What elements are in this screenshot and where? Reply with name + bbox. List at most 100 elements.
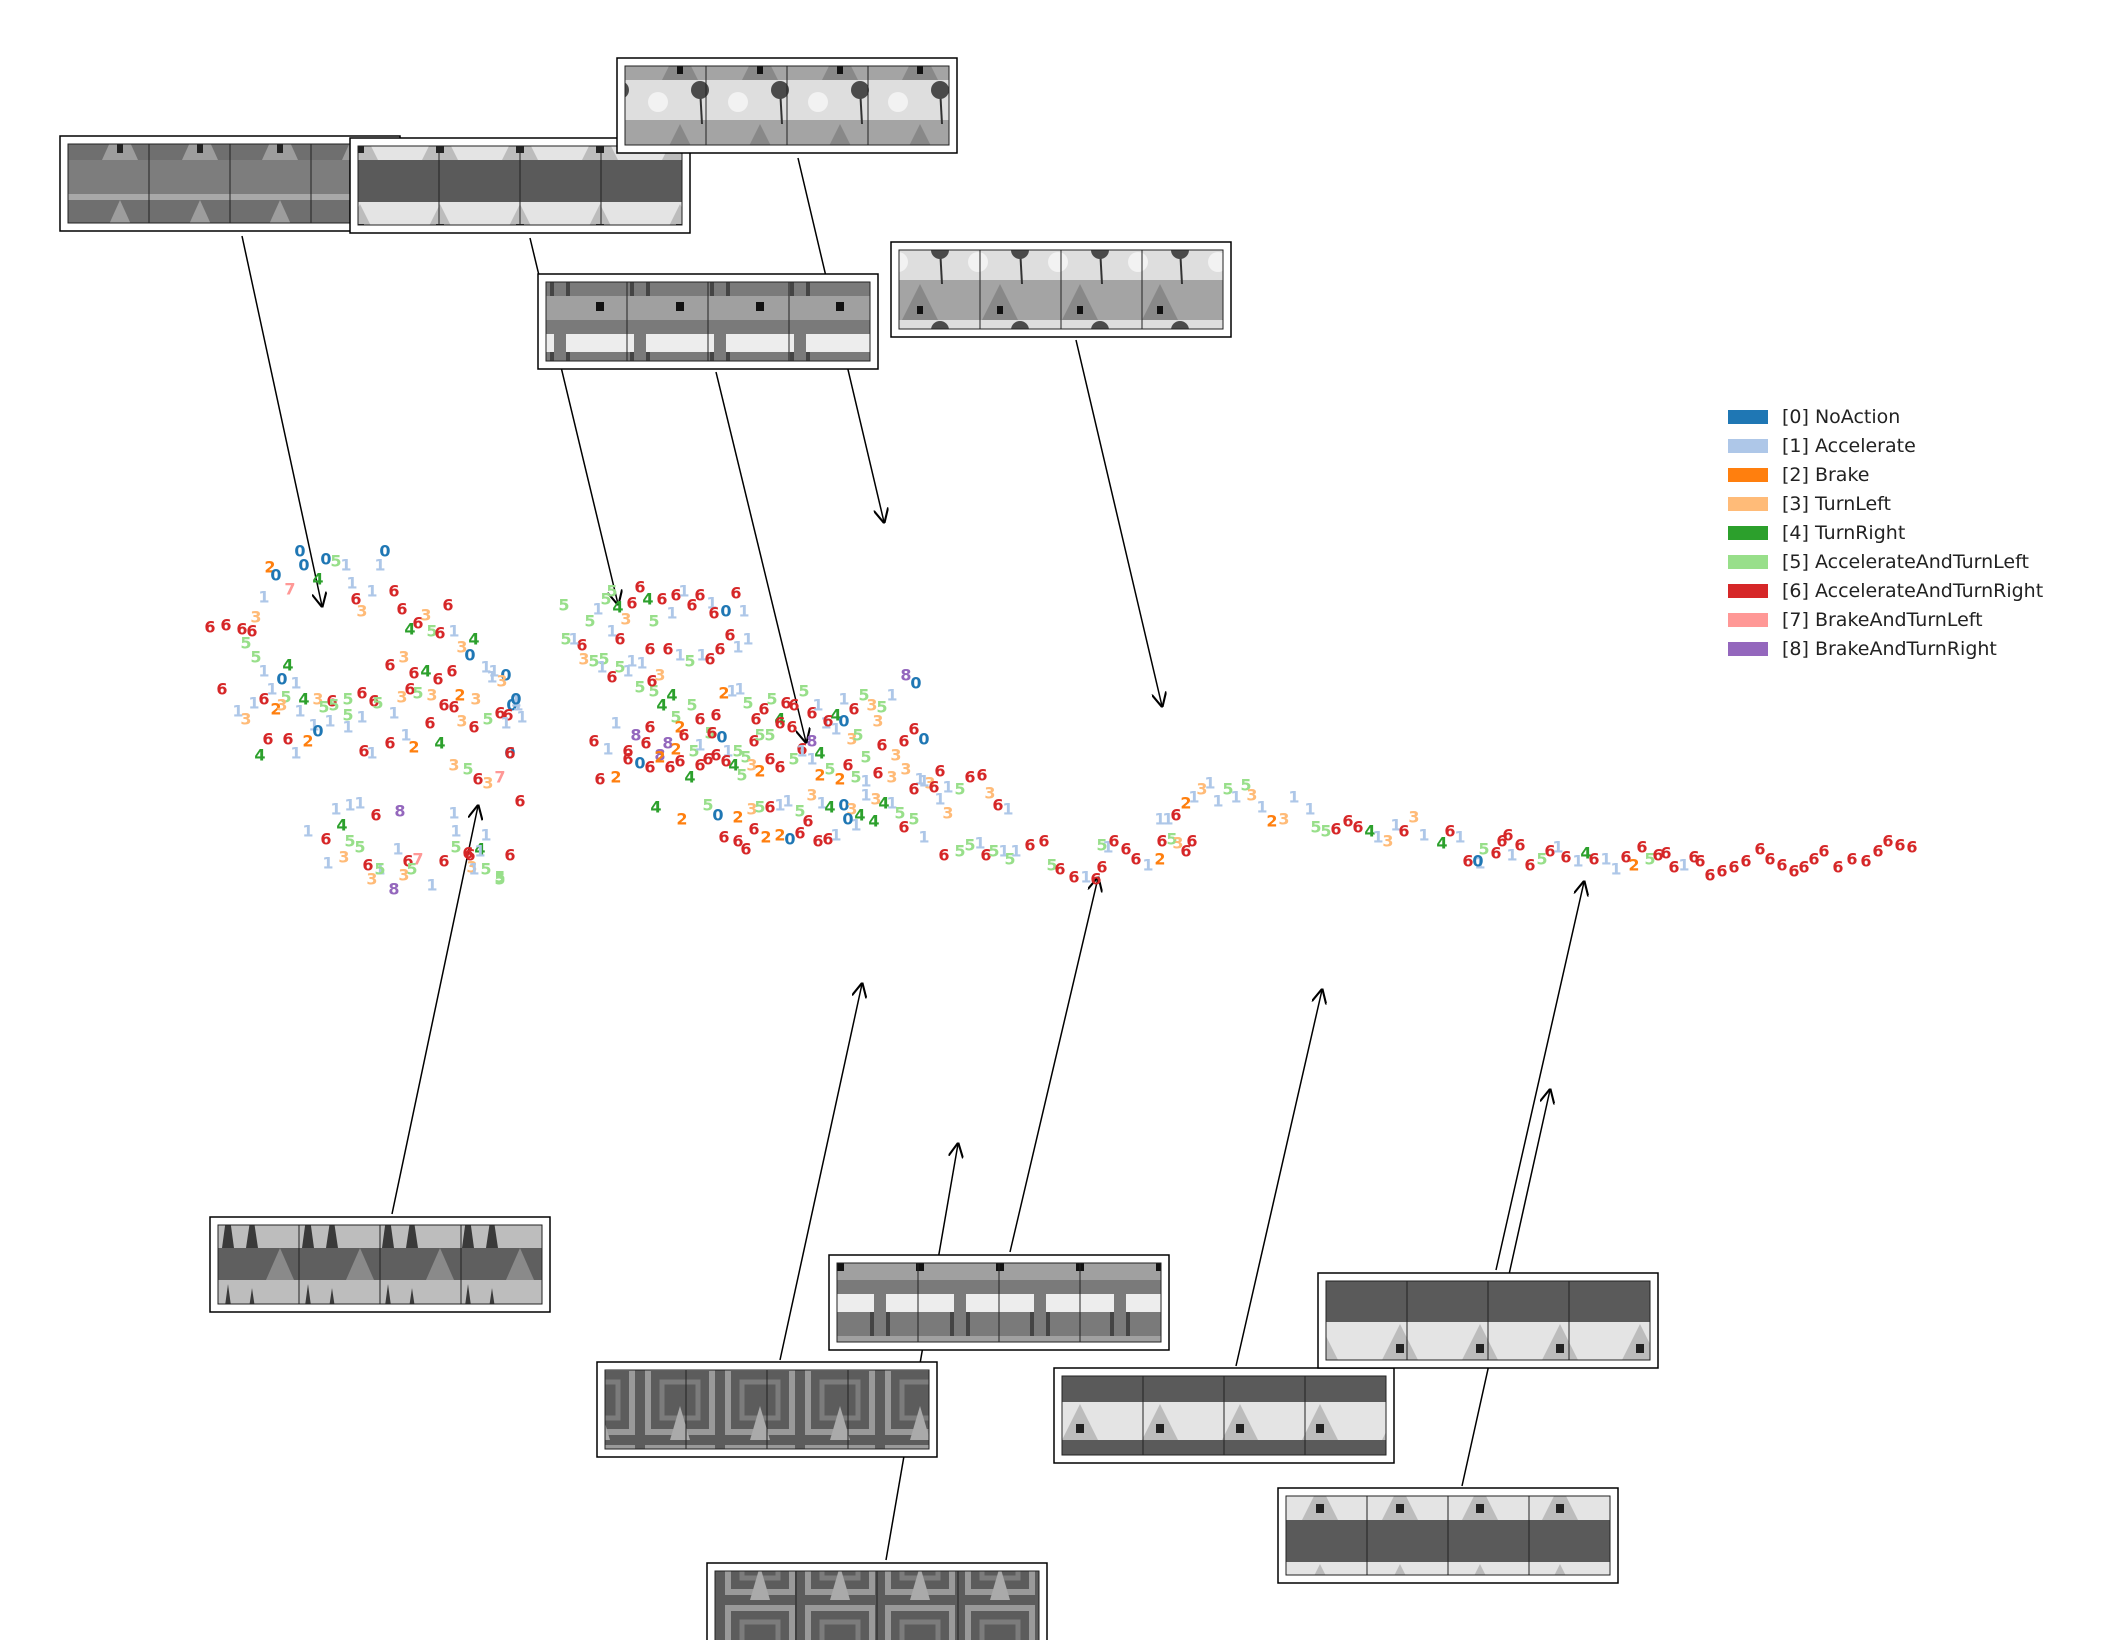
scatter-point: 6 <box>384 656 395 675</box>
scatter-point: 6 <box>730 584 741 603</box>
scatter-point: 6 <box>842 756 853 775</box>
scatter-point: 1 <box>290 744 301 763</box>
thumb-11 <box>1317 1272 1659 1369</box>
legend-swatch <box>1728 584 1768 598</box>
scatter-point: 6 <box>1818 842 1829 861</box>
scatter-point: 0 <box>500 666 511 685</box>
scatter-point: 1 <box>738 602 749 621</box>
scatter-point: 6 <box>1846 850 1857 869</box>
scatter-point: 6 <box>408 664 419 683</box>
scatter-point: 1 <box>734 680 745 699</box>
scatter-point: 3 <box>396 688 407 707</box>
scatter-point: 6 <box>1068 868 1079 887</box>
scatter-point: 5 <box>406 860 417 879</box>
scatter-point: 6 <box>1652 846 1663 865</box>
scatter-point: 5 <box>754 798 765 817</box>
scatter-point: 3 <box>870 790 881 809</box>
scatter-point: 6 <box>396 600 407 619</box>
scatter-point: 6 <box>964 768 975 787</box>
scatter-point: 6 <box>246 622 257 641</box>
scatter-point: 0 <box>838 712 849 731</box>
scatter-point: 6 <box>1496 832 1507 851</box>
scatter-point: 4 <box>282 656 293 675</box>
scatter-point: 6 <box>872 764 883 783</box>
game-frame-image <box>1568 1280 1651 1361</box>
scatter-point: 6 <box>708 604 719 623</box>
scatter-point: 6 <box>674 752 685 771</box>
game-frame-image <box>1285 1495 1368 1576</box>
scatter-point: 6 <box>758 700 769 719</box>
scatter-point: 7 <box>494 768 505 787</box>
scatter-point: 1 <box>860 772 871 791</box>
scatter-point: 3 <box>496 672 507 691</box>
scatter-point: 5 <box>584 612 595 631</box>
scatter-point: 5 <box>1310 818 1321 837</box>
game-frame-image <box>67 143 150 224</box>
scatter-point: 8 <box>654 746 665 765</box>
scatter-point: 1 <box>1102 838 1113 857</box>
scatter-point: 1 <box>666 604 677 623</box>
scatter-point: 6 <box>1860 852 1871 871</box>
scatter-point: 1 <box>610 714 621 733</box>
scatter-point: 6 <box>644 718 655 737</box>
scatter-point: 6 <box>938 846 949 865</box>
scatter-point: 1 <box>1256 798 1267 817</box>
scatter-point: 5 <box>704 724 715 743</box>
scatter-point: 6 <box>1108 832 1119 851</box>
scatter-point: 6 <box>1872 842 1883 861</box>
thumb-5 <box>537 273 879 370</box>
scatter-point: 6 <box>1054 860 1065 879</box>
scatter-point: 0 <box>842 810 853 829</box>
scatter-point: 1 <box>1142 856 1153 875</box>
scatter-point: 3 <box>456 638 467 657</box>
scatter-point: 5 <box>560 630 571 649</box>
scatter-point: 5 <box>858 686 869 705</box>
scatter-point: 1 <box>488 662 499 681</box>
scatter-point: 5 <box>894 804 905 823</box>
scatter-point: 6 <box>822 830 833 849</box>
legend-label: [3] TurnLeft <box>1782 493 1891 515</box>
scatter-point: 1 <box>468 860 479 879</box>
scatter-point: 0 <box>1472 852 1483 871</box>
scatter-point: 6 <box>504 846 515 865</box>
scatter-point: 6 <box>494 704 505 723</box>
scatter-point: 1 <box>606 622 617 641</box>
scatter-point: 6 <box>908 720 919 739</box>
scatter-point: 5 <box>732 742 743 761</box>
scatter-point: 4 <box>824 798 835 817</box>
scatter-point: 4 <box>612 598 623 617</box>
scatter-point: 1 <box>722 742 733 761</box>
scatter-point: 2 <box>1628 856 1639 875</box>
game-frame-image <box>707 281 790 362</box>
scatter-point: 1 <box>392 840 403 859</box>
scatter-point: 5 <box>964 836 975 855</box>
scatter-point: 6 <box>1808 850 1819 869</box>
scatter-point: 3 <box>578 650 589 669</box>
scatter-point: 8 <box>388 880 399 899</box>
scatter-point: 0 <box>379 542 390 561</box>
scatter-point: 5 <box>342 690 353 709</box>
scatter-point: 1 <box>830 826 841 845</box>
scatter-point: 3 <box>448 756 459 775</box>
scatter-point: 1 <box>516 708 527 727</box>
scatter-point: 6 <box>1704 866 1715 885</box>
scatter-point: 5 <box>852 726 863 745</box>
scatter-point: 6 <box>614 630 625 649</box>
scatter-point: 6 <box>1882 832 1893 851</box>
scatter-point: 6 <box>694 756 705 775</box>
scatter-point: 1 <box>914 770 925 789</box>
scatter-point: 3 <box>924 774 935 793</box>
scatter-point: 1 <box>324 712 335 731</box>
scatter-point: 2 <box>834 770 845 789</box>
scatter-point: 6 <box>438 696 449 715</box>
scatter-point: 6 <box>670 586 681 605</box>
scatter-point: 1 <box>294 702 305 721</box>
scatter-point: 5 <box>1046 856 1057 875</box>
scatter-point: 1 <box>886 686 897 705</box>
scatter-point: 6 <box>1024 836 1035 855</box>
scatter-point: 1 <box>742 630 753 649</box>
scatter-point: 8 <box>806 732 817 751</box>
scatter-point: 6 <box>402 852 413 871</box>
game-frame-image <box>1061 1375 1144 1456</box>
scatter-point: 6 <box>424 714 435 733</box>
